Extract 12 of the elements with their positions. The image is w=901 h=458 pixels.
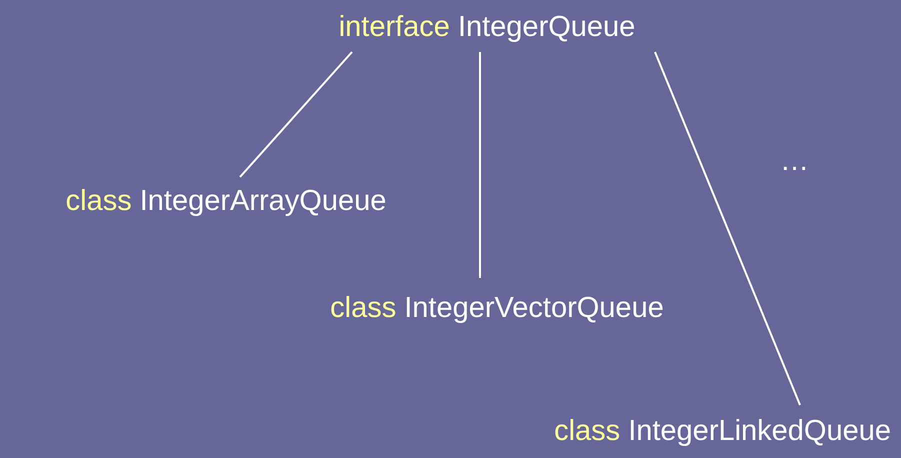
type-name: IntegerLinkedQueue	[628, 415, 891, 448]
keyword-text: class	[66, 184, 132, 218]
ellipsis-text: …	[780, 145, 809, 178]
type-name: IntegerQueue	[458, 10, 636, 44]
connector-line	[654, 52, 801, 406]
type-name: IntegerVectorQueue	[404, 292, 664, 324]
connector-line	[479, 52, 481, 278]
keyword-text: interface	[338, 10, 450, 44]
keyword-text: class	[554, 415, 620, 448]
connector-line	[239, 51, 353, 178]
keyword-text: class	[330, 292, 396, 324]
type-name: IntegerArrayQueue	[140, 184, 386, 218]
